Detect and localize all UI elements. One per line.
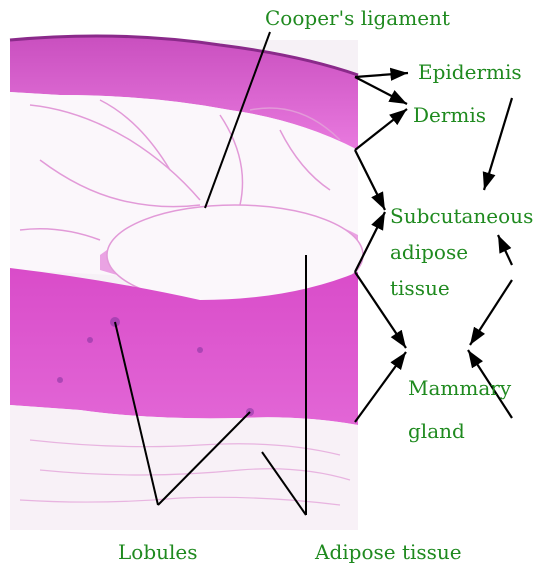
mammary-arrow-from-left-lower	[355, 352, 406, 422]
subcutaneous-label-line3: tissue	[390, 276, 533, 301]
subcutaneous-label-line2: adipose	[390, 240, 533, 276]
adipose-tissue-label: Adipose tissue	[315, 540, 462, 565]
subcutaneous-label-line1: Subcutaneous	[390, 204, 533, 240]
dermis-arrow-upper	[355, 77, 407, 104]
epidermis-to-subcutaneous-arrow	[484, 98, 512, 190]
subcutaneous-adipose-tissue-label: Subcutaneous adipose tissue	[390, 204, 533, 301]
coopers-ligament-label: Cooper's ligament	[265, 6, 450, 31]
dermis-label: Dermis	[413, 103, 486, 128]
epidermis-label: Epidermis	[418, 60, 522, 85]
subcutaneous-arrow-upper	[355, 150, 385, 210]
lobules-label: Lobules	[118, 540, 198, 565]
dermis-arrow-lower	[355, 109, 407, 150]
mammary-gland-label: Mammary gland	[408, 376, 511, 444]
mammary-label-line1: Mammary	[408, 376, 511, 419]
tissue-section-image	[10, 36, 363, 530]
epidermis-arrow	[355, 73, 408, 77]
mammary-label-line2: gland	[408, 419, 511, 444]
